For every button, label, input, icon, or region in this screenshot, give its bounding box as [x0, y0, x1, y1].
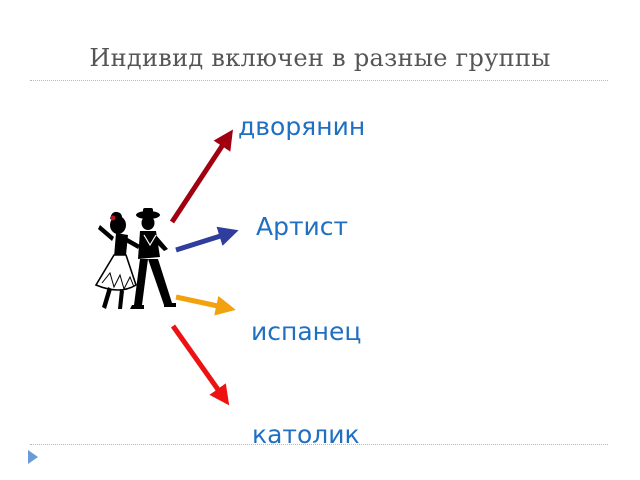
arrow-to-dvoryanin: [169, 129, 233, 224]
dancing-couple-icon: [94, 208, 176, 309]
slide-title: Индивид включен в разные группы: [89, 44, 551, 72]
arrow-to-ispanets: [175, 294, 236, 316]
footer-divider: [30, 444, 608, 445]
arrow-to-katolik: [170, 324, 230, 406]
group-label-dvoryanin: дворянин: [238, 112, 366, 141]
triangle-bullet-icon: [28, 450, 38, 464]
group-label-ispanets: испанец: [251, 317, 362, 346]
title-divider: [30, 80, 608, 81]
group-label-artist: Артист: [256, 212, 349, 241]
arrow-to-artist: [175, 226, 239, 253]
